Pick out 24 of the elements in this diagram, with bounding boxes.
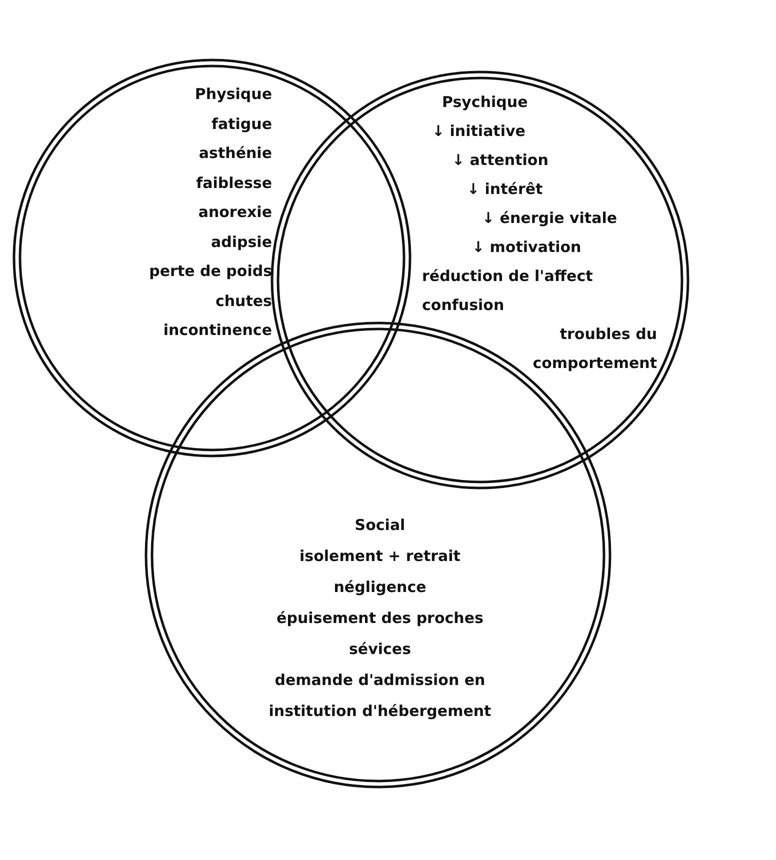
symptom-text: asthénie <box>198 143 272 164</box>
symptom-text: faiblesse <box>195 172 272 194</box>
symptom-text: sévices <box>348 639 412 660</box>
symptom-text: perte de poids <box>148 261 272 282</box>
symptom-text: confusion <box>422 295 506 316</box>
category-heading: Physique <box>194 84 272 105</box>
symptom-text: demande d'admission en institution d'hébergement <box>268 670 492 722</box>
symptom-text: ↓ motivation <box>471 237 582 258</box>
symptom-text: ↓ intérêt <box>466 179 544 200</box>
symptom-text: épuisement des proches <box>276 608 484 629</box>
symptom-text: ↓ initiative <box>431 121 526 142</box>
symptom-text: incontinence <box>162 320 272 341</box>
symptom-text: anorexie <box>197 202 272 223</box>
symptom-text: isolement + retrait <box>298 546 462 567</box>
symptom-text: réduction de l'affect <box>422 266 594 287</box>
category-heading: Psychique <box>441 92 529 113</box>
symptom-text: ↓ énergie vitale <box>481 208 618 229</box>
symptom-text: négligence <box>332 577 428 598</box>
symptom-text: adipsie <box>210 232 272 252</box>
symptom-text: troubles du comportement <box>532 324 657 374</box>
symptom-text: ↓ attention <box>451 150 550 171</box>
symptom-text: fatigue <box>210 114 272 134</box>
category-heading: Social <box>354 515 406 536</box>
symptom-text: chutes <box>214 290 272 312</box>
